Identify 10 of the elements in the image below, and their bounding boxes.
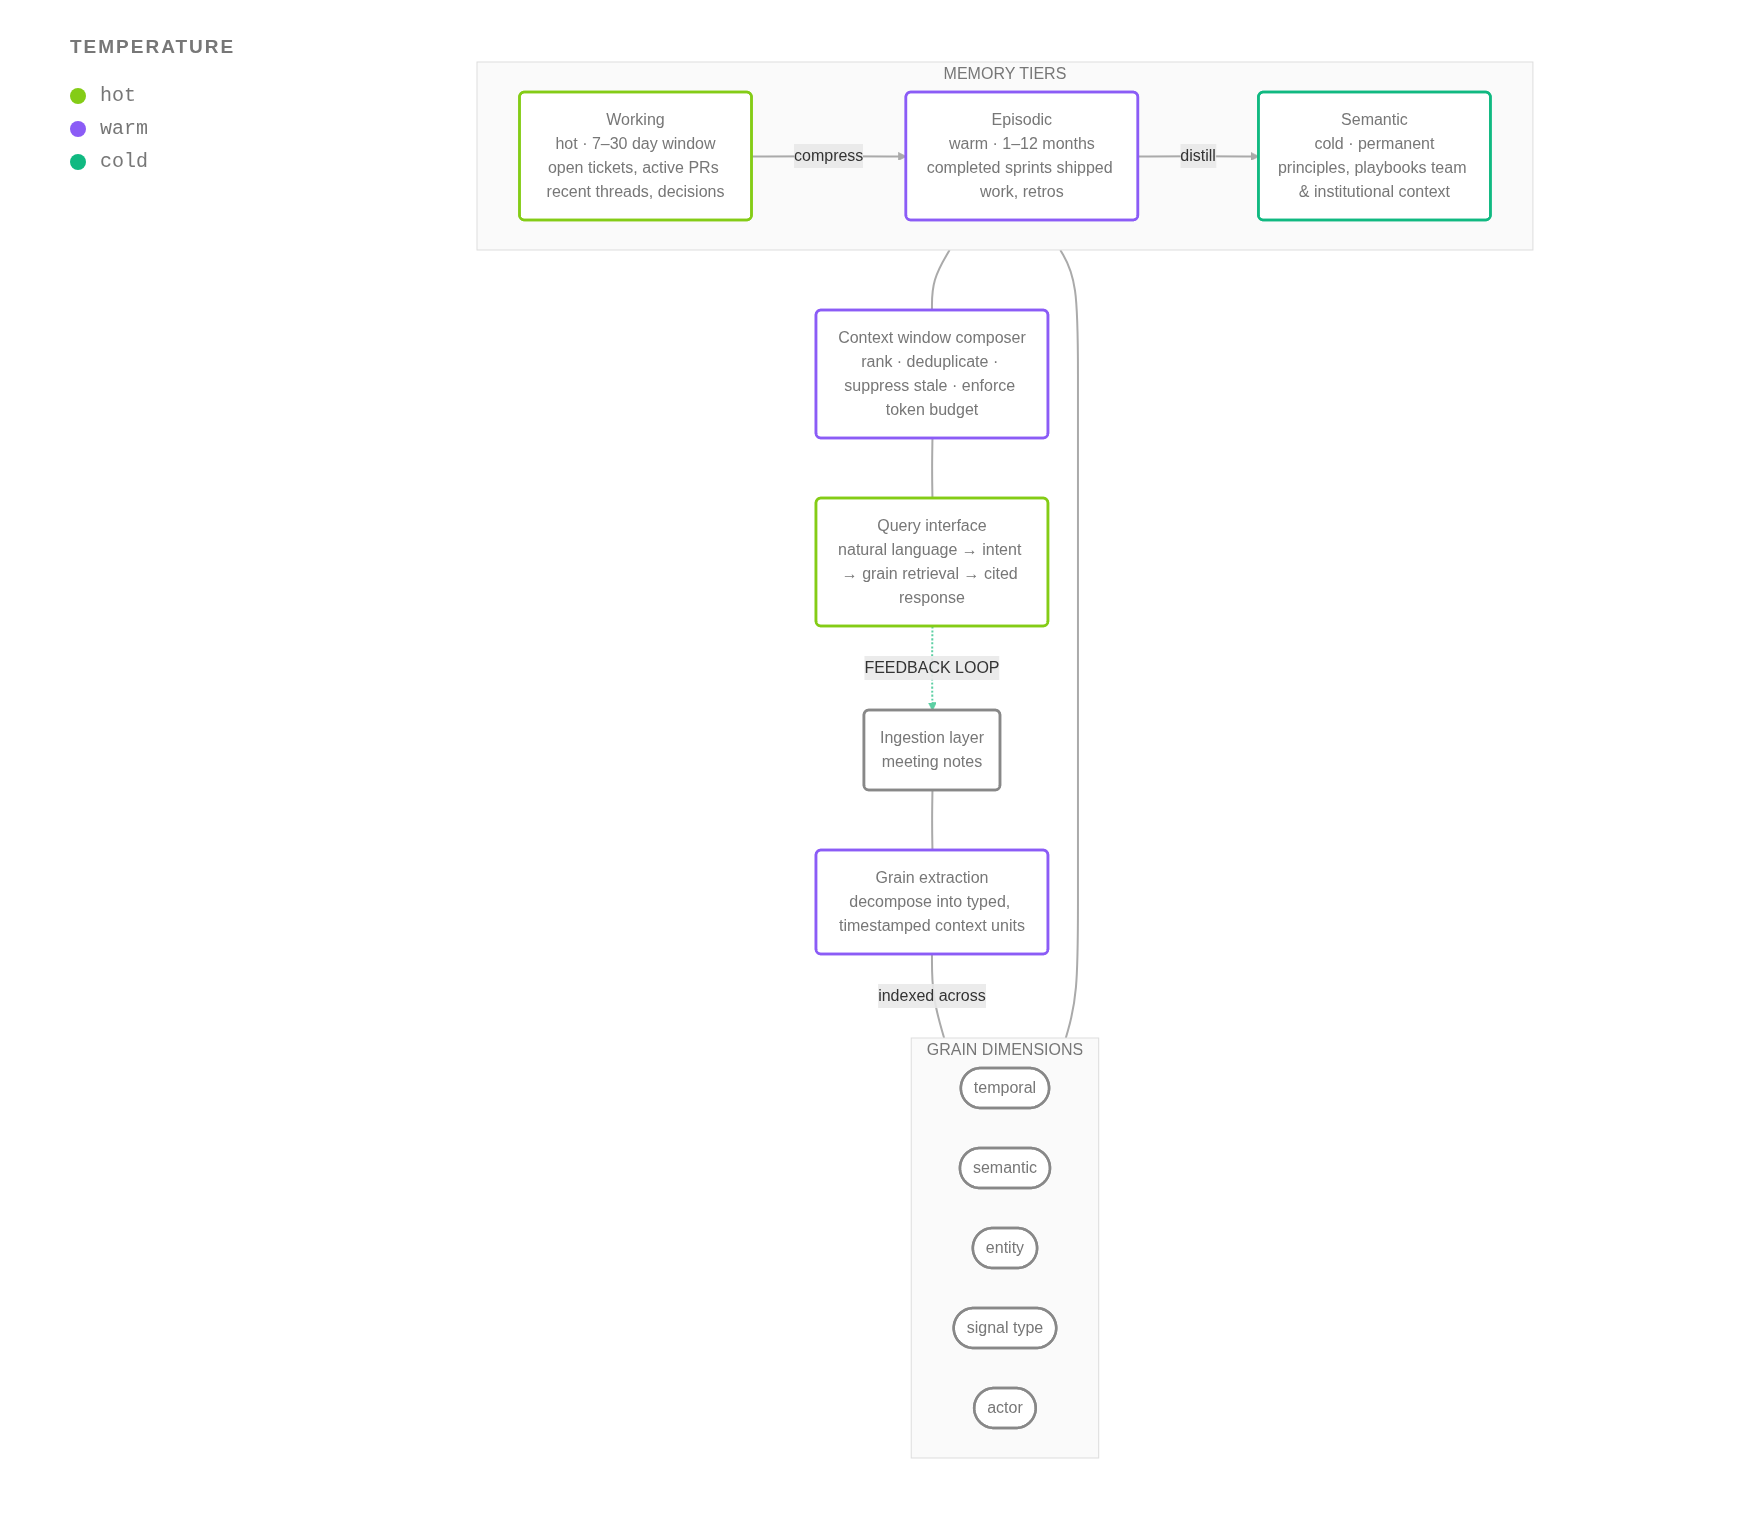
connector [931,249,951,311]
legend-text: warm [100,117,148,140]
legend-text: cold [100,150,148,173]
connector [1059,249,1079,1039]
legend-heading: TEMPERATURE [70,36,236,58]
edge-label: compress [794,147,864,164]
edge-label: FEEDBACK LOOP [864,659,1000,676]
legend-text: hot [100,84,136,107]
edge-label: indexed across [878,987,986,1004]
edge-label: distill [1180,147,1216,164]
